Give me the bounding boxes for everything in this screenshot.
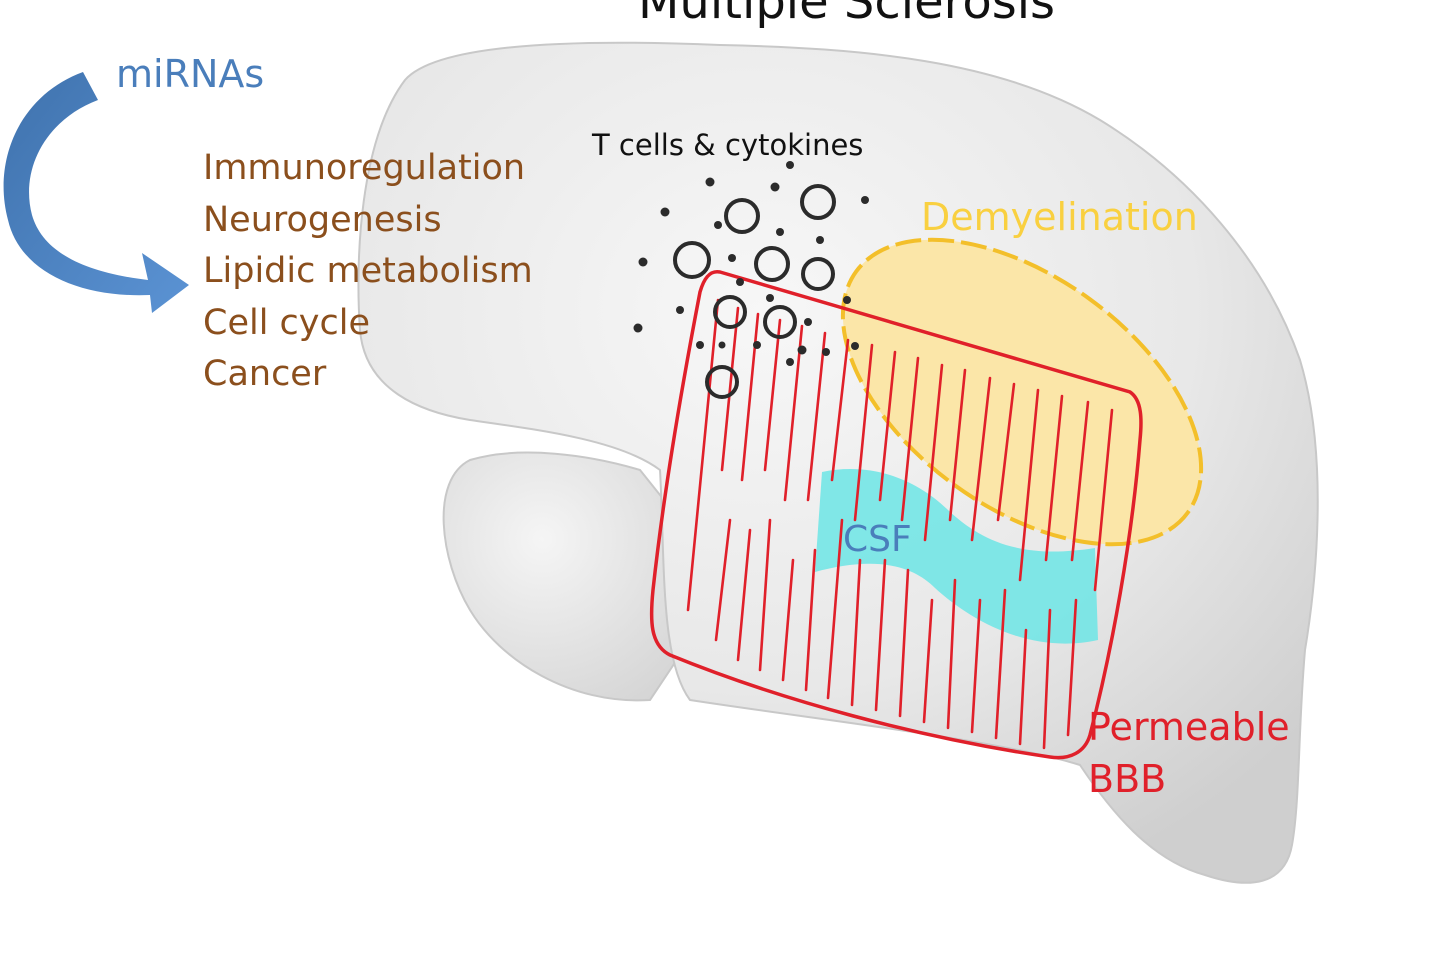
csf-region [815, 469, 1098, 644]
bbb-barrier [649, 269, 1143, 760]
mirna-function-list: Immunoregulation Neurogenesis Lipidic me… [203, 143, 533, 401]
mirnas-label: miRNAs [116, 52, 265, 96]
cytokine-dots [633, 161, 869, 366]
function-item: Cell cycle [203, 302, 371, 343]
brain-lower-lobe [442, 451, 692, 702]
bbb-hatching [686, 298, 1114, 750]
brain-main [357, 41, 1319, 884]
function-item: Neurogenesis [203, 199, 442, 240]
brain-shape [357, 41, 1319, 884]
function-item: Immunoregulation [203, 148, 526, 188]
t-cells-label: T cells & cytokines [592, 128, 864, 162]
bbb-label: Permeable BBB [1088, 705, 1290, 801]
demyelination-label: Demyelination [921, 195, 1198, 239]
function-item: Lipidic metabolism [203, 251, 533, 291]
function-item: Cancer [203, 354, 327, 394]
mirna-curved-arrow [3, 72, 189, 313]
t-cells-cluster [673, 184, 836, 399]
csf-label: CSF [843, 519, 912, 560]
diagram-title: Multiple Sclerosis [638, 0, 1056, 30]
